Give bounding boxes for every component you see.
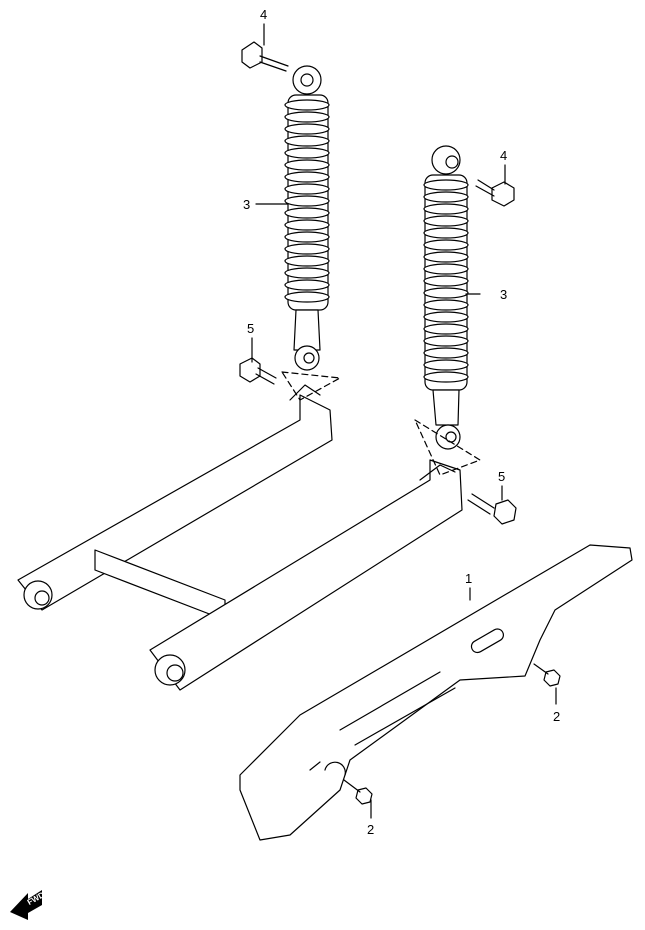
spring-coil <box>423 215 469 227</box>
spring-coil <box>423 203 469 215</box>
swingarm <box>17 371 481 691</box>
bolts <box>239 41 561 805</box>
spring-coil <box>423 287 469 299</box>
chain-case <box>239 544 633 841</box>
spring-coil <box>423 371 469 383</box>
callout-3-right: 3 <box>500 287 508 302</box>
callout-5-left: 5 <box>247 321 255 336</box>
callout-5-right: 5 <box>498 469 506 484</box>
spring-coil <box>284 255 330 267</box>
spring-coil <box>284 123 330 135</box>
spring-coil <box>284 171 330 183</box>
spring-coil <box>423 359 469 371</box>
spring-coil <box>423 335 469 347</box>
spring-coil <box>423 239 469 251</box>
leader-lines <box>251 23 557 819</box>
callout-1: 1 <box>465 571 473 586</box>
spring-coil <box>284 195 330 207</box>
spring-coil <box>284 147 330 159</box>
spring-coil <box>284 99 330 111</box>
fwd-arrow-icon <box>10 890 42 920</box>
spring-coil <box>423 251 469 263</box>
spring-coil <box>284 183 330 195</box>
spring-coil <box>284 279 330 291</box>
spring-coil <box>284 135 330 147</box>
shock-absorber-left <box>284 65 330 371</box>
spring-coil <box>423 227 469 239</box>
spring-coil <box>423 347 469 359</box>
callout-4-left: 4 <box>260 7 268 22</box>
shock-absorber-right <box>423 145 469 450</box>
callout-2-left: 2 <box>367 822 375 837</box>
spring-coil <box>284 267 330 279</box>
spring-coil <box>423 191 469 203</box>
callout-4-right: 4 <box>500 148 508 163</box>
spring-coil <box>284 291 330 303</box>
callout-2-right: 2 <box>553 709 561 724</box>
spring-coil <box>423 311 469 323</box>
spring-coil <box>423 299 469 311</box>
spring-coil <box>423 275 469 287</box>
spring-coil <box>284 111 330 123</box>
spring-coil <box>284 159 330 171</box>
callout-3-left: 3 <box>243 197 251 212</box>
spring-coil <box>284 231 330 243</box>
spring-coil <box>284 219 330 231</box>
spring-coil <box>284 207 330 219</box>
spring-coil <box>284 243 330 255</box>
spring-coil <box>423 263 469 275</box>
spring-coil <box>423 179 469 191</box>
spring-coil <box>423 323 469 335</box>
